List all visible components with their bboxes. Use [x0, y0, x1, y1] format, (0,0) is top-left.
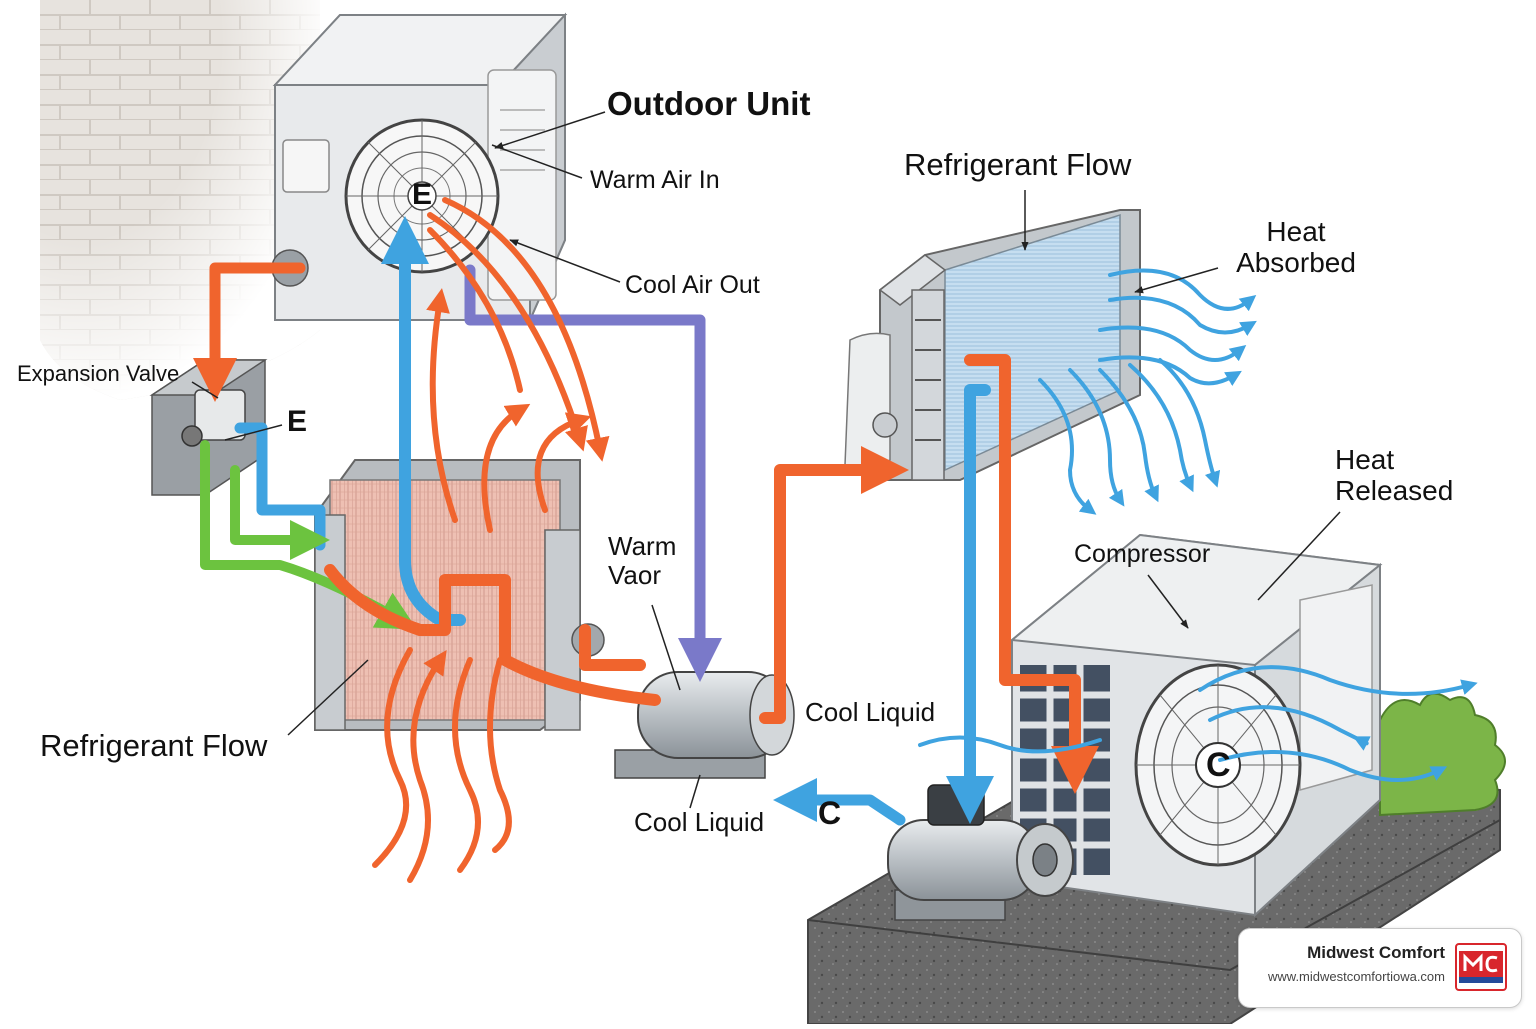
pipe-hot-wall [193, 262, 306, 402]
pipe-hot-down [964, 354, 1099, 794]
pipe-cold-riser [381, 216, 466, 626]
label-valve-marker: E [287, 405, 308, 438]
leader-warm-air-in [491, 144, 583, 179]
label-cool-liquid-right: Cool Liquid [805, 697, 936, 727]
leader-cool-air-out [509, 239, 621, 283]
pipe-hot-in [579, 624, 646, 671]
label-compressor: Compressor [1074, 540, 1211, 568]
label-pump-marker: C [818, 795, 842, 831]
pipe-cold-return [773, 778, 906, 826]
label-refrigerant-flow-top: Refrigerant Flow [904, 147, 1132, 182]
shrub [1379, 692, 1506, 817]
evaporator-coil-right [844, 209, 1141, 481]
label-expansion-valve: Expansion Valve [17, 361, 180, 386]
pipe-cold-down [946, 384, 994, 824]
leader-valve-e [224, 424, 283, 441]
brand-card: Midwest Comfort www.midwestcomfortiowa.c… [1238, 928, 1522, 1008]
pipe-green-2 [230, 465, 330, 560]
outdoor-unit-top [271, 12, 568, 324]
airflow-cold [918, 268, 1478, 782]
pipe-suction [464, 264, 722, 682]
label-refrigerant-flow-bottom: Refrigerant Flow [40, 728, 268, 763]
leader-expansion-valve [191, 381, 219, 399]
label-warm-vapor: Warm Vaor [608, 531, 677, 591]
leader-refrigerant-flow-bottom [287, 659, 369, 736]
brand-name: Midwest Comfort [1307, 943, 1445, 962]
pipe-hot-up [759, 446, 909, 724]
label-heat-absorbed: Heat Absorbed [1236, 216, 1356, 279]
label-warm-air-in: Warm Air In [590, 166, 720, 194]
pipe-coil-loop [324, 564, 661, 706]
label-cool-air-out: Cool Air Out [625, 271, 760, 299]
label-cool-liquid-bottom: Cool Liquid [634, 807, 765, 837]
leader-outdoor-unit [494, 111, 606, 149]
label-outdoor-unit: Outdoor Unit [607, 85, 811, 122]
brand-logo-icon [1455, 943, 1507, 991]
leader-cool-liquid-bottom [689, 774, 701, 809]
label-fan-marker-bottom: C [1206, 746, 1231, 784]
airflow-hot [372, 197, 610, 883]
leader-heat-released [1257, 511, 1341, 601]
leader-lines [191, 111, 1341, 809]
brick-wall [40, 0, 320, 400]
label-heat-released: Heat Released [1335, 444, 1454, 507]
leader-warm-vapor [651, 604, 681, 691]
leader-heat-absorbed [1134, 267, 1219, 294]
brand-url: www.midwestcomfortiowa.com [1268, 969, 1445, 984]
fan-grille-bottom [1134, 663, 1302, 867]
receiver-tank [614, 671, 795, 779]
pipes [193, 216, 1099, 826]
leader-compressor [1147, 574, 1189, 629]
label-fan-marker-top: E [412, 178, 433, 211]
